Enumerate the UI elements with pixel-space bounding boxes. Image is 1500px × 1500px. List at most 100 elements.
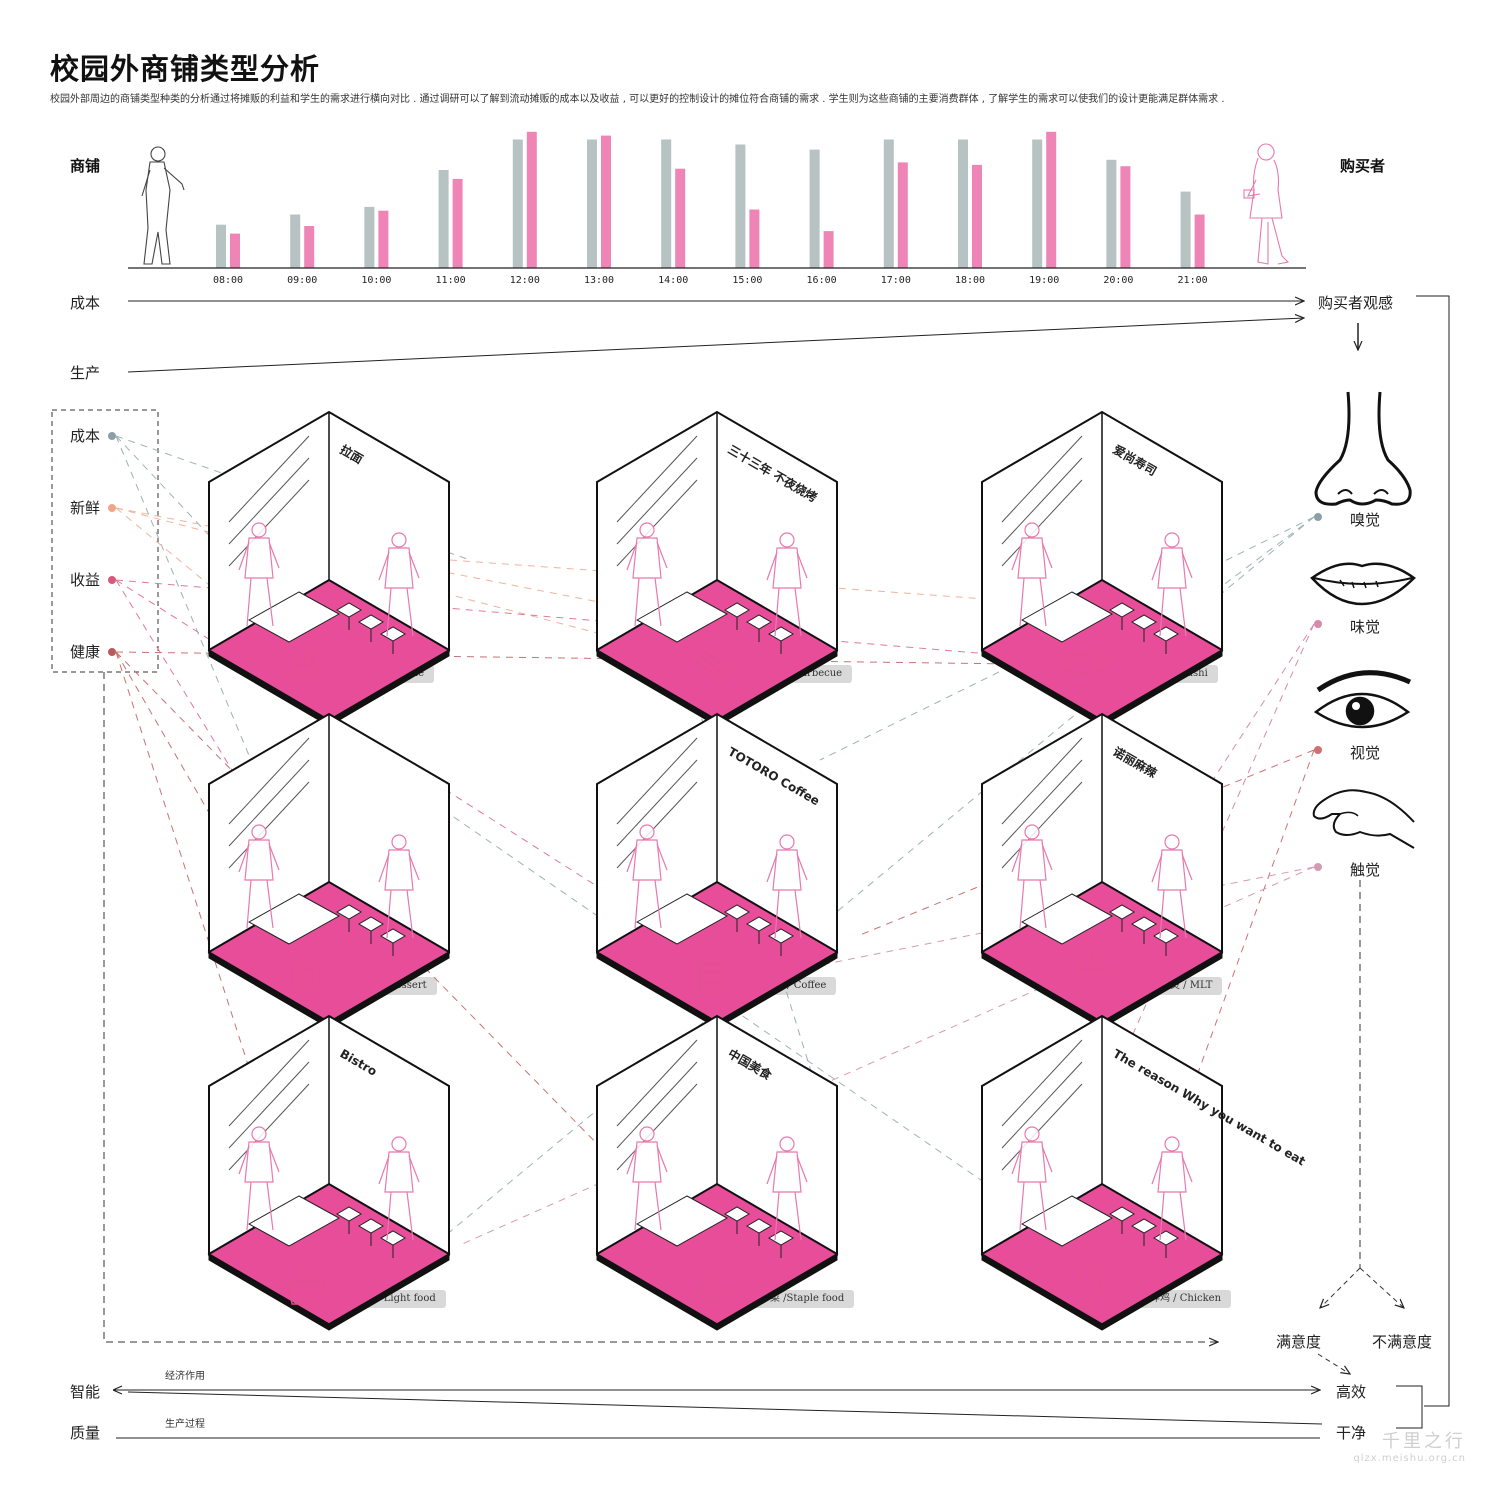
food-icons <box>286 645 1112 1312</box>
tick-label-1300: 13:00 <box>584 275 614 286</box>
bar-shop-1300 <box>587 139 597 268</box>
room-mlt: 诺丽麻辣 <box>980 712 1224 1029</box>
tick-label-1900: 19:00 <box>1029 275 1059 286</box>
barbecue-skewer-icon <box>695 649 733 683</box>
buyer-label: 购买者 <box>1340 157 1386 175</box>
room-table <box>1109 1206 1135 1222</box>
process-label: 生产过程 <box>165 1419 205 1430</box>
room-person <box>766 1136 808 1241</box>
factor-health: 健康 <box>70 643 101 661</box>
shop-label: 商铺 <box>70 157 101 175</box>
room-wall-shelf <box>228 737 310 825</box>
room-wall-shelf <box>616 759 698 847</box>
bar-buyer-1300 <box>601 135 611 268</box>
room-table <box>336 1206 362 1222</box>
factor-dot-health <box>108 648 116 656</box>
room-barbecue: 三十三年 不夜烧烤 <box>595 410 839 727</box>
room-person <box>1011 1126 1053 1231</box>
hand-icon <box>1312 789 1415 849</box>
tick-label-1800: 18:00 <box>955 275 985 286</box>
watermark: 千里之行 qlzx.meishu.org.cn <box>1353 1427 1466 1464</box>
room-wall-shelf <box>1001 1061 1083 1149</box>
sushi-icon <box>1059 654 1109 674</box>
production-row-label: 生产 <box>70 364 101 382</box>
room-counter <box>247 1195 341 1247</box>
bar-buyer-1600 <box>823 231 834 268</box>
room-person <box>766 532 808 637</box>
tick-label-1100: 11:00 <box>436 275 466 286</box>
room-person <box>1151 1136 1193 1241</box>
unsatisfied-label: 不满意度 <box>1372 1333 1433 1351</box>
sense-smell: 嗅觉 <box>1350 511 1381 529</box>
room-person <box>1011 522 1053 627</box>
room-wall-shelf <box>228 479 310 567</box>
room-wall-shelf <box>228 435 310 523</box>
chicken-leg-icon <box>1077 1269 1102 1312</box>
room-wall-shelf <box>616 1039 698 1127</box>
to-unsatisfied-arrow <box>1359 1267 1404 1308</box>
room-wall-shelf <box>616 479 698 567</box>
room-person <box>626 824 668 929</box>
room-wall-shelf <box>1001 781 1083 869</box>
mlt-bowl-icon <box>1070 949 1112 985</box>
noodle-bowl-icon <box>286 645 322 677</box>
room-dessert <box>207 712 451 1029</box>
tick-label-1500: 15:00 <box>732 275 762 286</box>
room-table <box>336 904 362 920</box>
room-wall-shelf <box>1001 1083 1083 1171</box>
bar-shop-1100 <box>438 170 449 268</box>
room-wall-shelf <box>616 781 698 869</box>
room-table <box>336 602 362 618</box>
smart-label: 智能 <box>70 1383 101 1401</box>
room-counter <box>247 893 341 945</box>
sense-taste: 味觉 <box>1350 618 1381 636</box>
room-wall-shelf <box>228 1083 310 1171</box>
room-wall-shelf <box>1001 479 1083 567</box>
sense-sight: 视觉 <box>1350 744 1381 762</box>
bar-shop-1500 <box>735 144 746 268</box>
room-counter <box>1020 1195 1114 1247</box>
right-feedback-line <box>1416 295 1450 1407</box>
bar-buyer-2000 <box>1120 166 1131 268</box>
room-wall-shelf <box>1001 457 1083 545</box>
room-wall-shelf <box>1001 759 1083 847</box>
room-person <box>378 834 420 939</box>
bar-shop-2000 <box>1106 159 1117 268</box>
rice-bowl-icon <box>694 1265 730 1300</box>
coffee-cup-icon <box>699 963 727 993</box>
room-staplefood: 中国美食 <box>595 1014 839 1331</box>
room-base <box>981 1253 1223 1331</box>
room-chicken: The reason Why you want to eat <box>980 1014 1308 1331</box>
room-counter <box>635 893 729 945</box>
quality-label: 质量 <box>70 1424 101 1442</box>
room-person <box>238 824 280 929</box>
eye-icon <box>1313 670 1412 729</box>
factor-profit: 收益 <box>70 571 101 589</box>
bar-buyer-0900 <box>304 226 315 268</box>
room-table <box>1109 602 1135 618</box>
room-counter <box>1020 893 1114 945</box>
page-subtitle: 校园外部周边的商铺类型种类的分析通过将摊贩的利益和学生的需求进行横向对比 . 通… <box>50 94 1225 105</box>
economic-label: 经济作用 <box>165 1371 205 1382</box>
lightfood-basket-icon <box>287 1271 325 1305</box>
bar-shop-0900 <box>290 214 301 268</box>
room-wall-shelf <box>616 1083 698 1171</box>
sense-dot-touch <box>1314 863 1322 871</box>
room-table <box>358 1218 384 1234</box>
room-table <box>746 916 772 932</box>
sense-dot-sight <box>1314 746 1322 754</box>
factor-dot-profit <box>108 576 116 584</box>
room-sushi: 爱尚寿司 <box>980 410 1224 727</box>
room-wall-shelf <box>616 1061 698 1149</box>
room-table <box>724 602 750 618</box>
room-wall-shelf <box>228 781 310 869</box>
room-person <box>1011 824 1053 929</box>
sense-dot-smell <box>1314 513 1322 521</box>
result-bracket <box>1396 1385 1423 1429</box>
room-counter <box>1020 591 1114 643</box>
room-base <box>596 1253 838 1331</box>
bar-buyer-1200 <box>526 131 537 268</box>
bar-shop-1600 <box>809 149 820 268</box>
